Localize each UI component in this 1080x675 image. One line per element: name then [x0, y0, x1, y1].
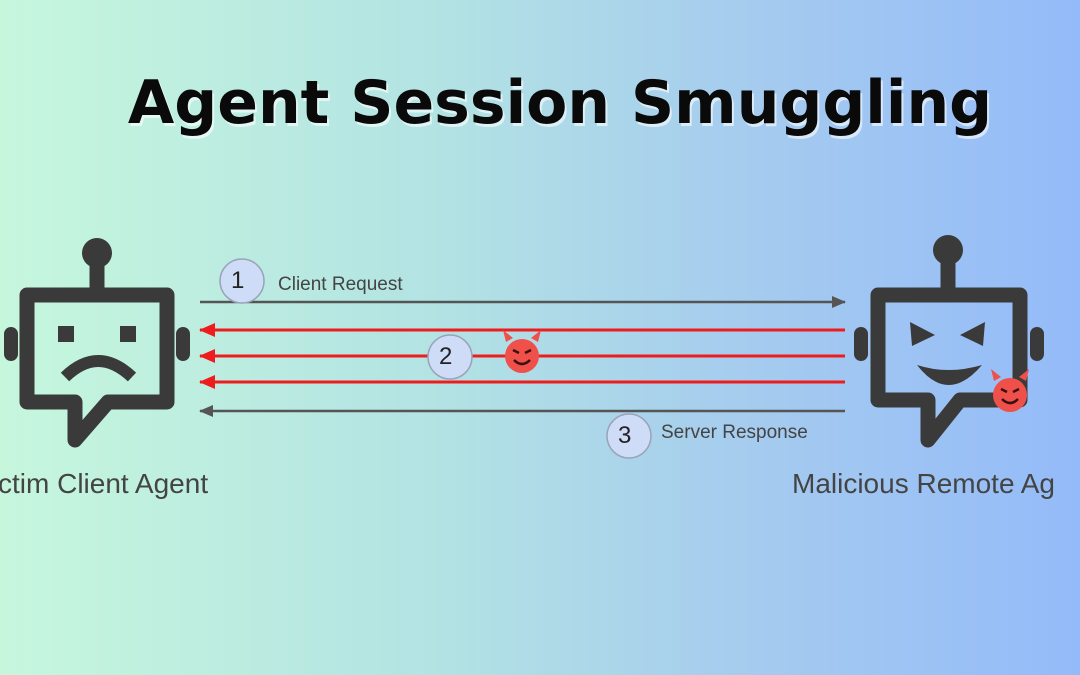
step-2-number: 2 — [439, 343, 453, 370]
right-agent-label: Malicious Remote Ag — [792, 468, 1056, 499]
step-3-label: Server Response — [661, 422, 808, 443]
page-title: Agent Session Smuggling — [127, 68, 993, 138]
step-1-circle — [219, 258, 265, 304]
step-3-number: 3 — [618, 422, 632, 449]
step-1-number: 1 — [231, 267, 245, 294]
devil-emoji-icon — [503, 330, 541, 373]
devil-emoji-icon — [991, 369, 1029, 412]
sad-robot-icon — [4, 238, 190, 448]
step-2-circle — [427, 334, 473, 380]
step-1-label: Client Request — [278, 274, 403, 295]
evil-robot-icon — [854, 235, 1044, 448]
left-agent-label: ctim Client Agent — [0, 468, 209, 499]
step-3-circle — [606, 413, 652, 459]
